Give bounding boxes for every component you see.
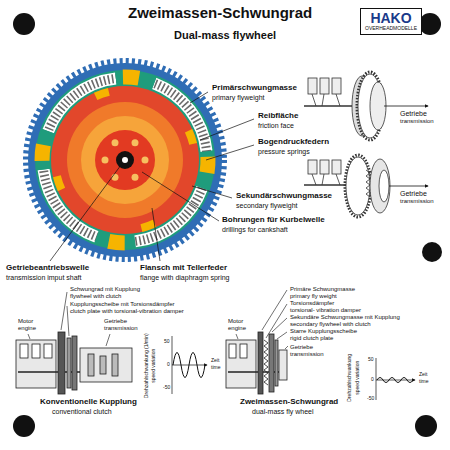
part-name: engine <box>18 325 36 332</box>
part-name: Starre Kupplungsscheibe <box>290 328 357 335</box>
part-name: Motor <box>228 318 243 325</box>
part-name: Sekundäre Schwungmasse mit Kupplung <box>290 314 400 321</box>
caption: conventional clutch <box>52 408 112 416</box>
part-name: drillings for cankshaft <box>222 226 288 234</box>
title: Zweimassen-Schwungrad <box>128 5 312 22</box>
part-name: Motor <box>18 318 33 325</box>
part-name: Getriebeantriebswelle <box>6 264 89 273</box>
part-name: Reibfläche <box>258 112 298 121</box>
part-name: pressure springs <box>258 148 310 156</box>
part-name: primary fly weight <box>290 293 337 300</box>
part-name: Bogendruckfedern <box>258 138 329 147</box>
part-name: transmission <box>290 351 324 358</box>
axis-label: time <box>211 365 220 371</box>
axis-label: time <box>419 379 428 385</box>
tick-value: -50 <box>367 396 374 402</box>
part-name: flange with diaphragm spring <box>140 274 230 282</box>
tick-value: 50 <box>368 357 374 363</box>
part-name: Torsionsdämpfer <box>290 300 334 307</box>
logo-text: HAKO <box>364 11 418 26</box>
part-name: primary flyweight <box>212 94 265 102</box>
part-name: transmission imput shaft <box>6 274 81 282</box>
part-name: Sekundärschwungmasse <box>236 192 332 201</box>
part-name: torsional- vibration damper <box>290 307 361 314</box>
axis-label: Drehzahlschwankung <box>347 354 353 402</box>
logo-subtext: OVERHEADMODELLE <box>364 26 418 32</box>
caption: dual-mass fly wheel <box>252 408 313 416</box>
part-name: Getriebe <box>290 344 313 351</box>
logo-box: HAKOOVERHEADMODELLE <box>360 8 422 35</box>
part-name: Primärschwungmasse <box>212 84 297 93</box>
axis-label: speed variation <box>355 361 361 395</box>
part-name: Primäre Schwungmasse <box>290 286 355 293</box>
part-name: flywheel with clutch <box>70 293 121 300</box>
axis-label: speed variation <box>151 349 157 383</box>
part-name: transmission <box>104 325 138 332</box>
part-name: Getriebe <box>104 318 127 325</box>
part-name: transmission <box>400 198 434 205</box>
caption: Konventionelle Kupplung <box>40 398 137 407</box>
part-name: rigid clutch plate <box>290 335 333 342</box>
tick-value: 50 <box>164 339 170 345</box>
axis-label: Zeit <box>211 358 219 364</box>
part-name: friction face <box>258 122 294 130</box>
part-name: engine <box>228 325 246 332</box>
part-name: Kupplungsscheibe mit Torsionsdämpfer <box>70 301 175 308</box>
axis-label: Drehzahlschwankung (1/min) <box>143 333 149 398</box>
caption: Zweimassen-Schwungrad <box>240 398 338 407</box>
part-name: Schwungrad mit Kupplung <box>70 286 140 293</box>
part-name: Flansch mit Tellerfeder <box>140 264 227 273</box>
part-name: Getriebe <box>400 190 427 198</box>
tick-value: 0 <box>167 362 170 368</box>
part-name: secondary flyweight <box>236 202 297 210</box>
tick-value: -50 <box>163 385 170 391</box>
part-name: Getriebe <box>400 110 427 118</box>
part-name: Bohrungen für Kurbelwelle <box>222 216 325 225</box>
part-name: secondary flywheel with clutch <box>290 321 371 328</box>
part-name: transmission <box>400 118 434 125</box>
subtitle: Dual-mass flywheel <box>174 29 276 41</box>
part-name: clutch plate with torsional-vibration da… <box>70 308 184 315</box>
axis-label: Zeit <box>419 372 427 378</box>
tick-value: 0 <box>371 377 374 383</box>
